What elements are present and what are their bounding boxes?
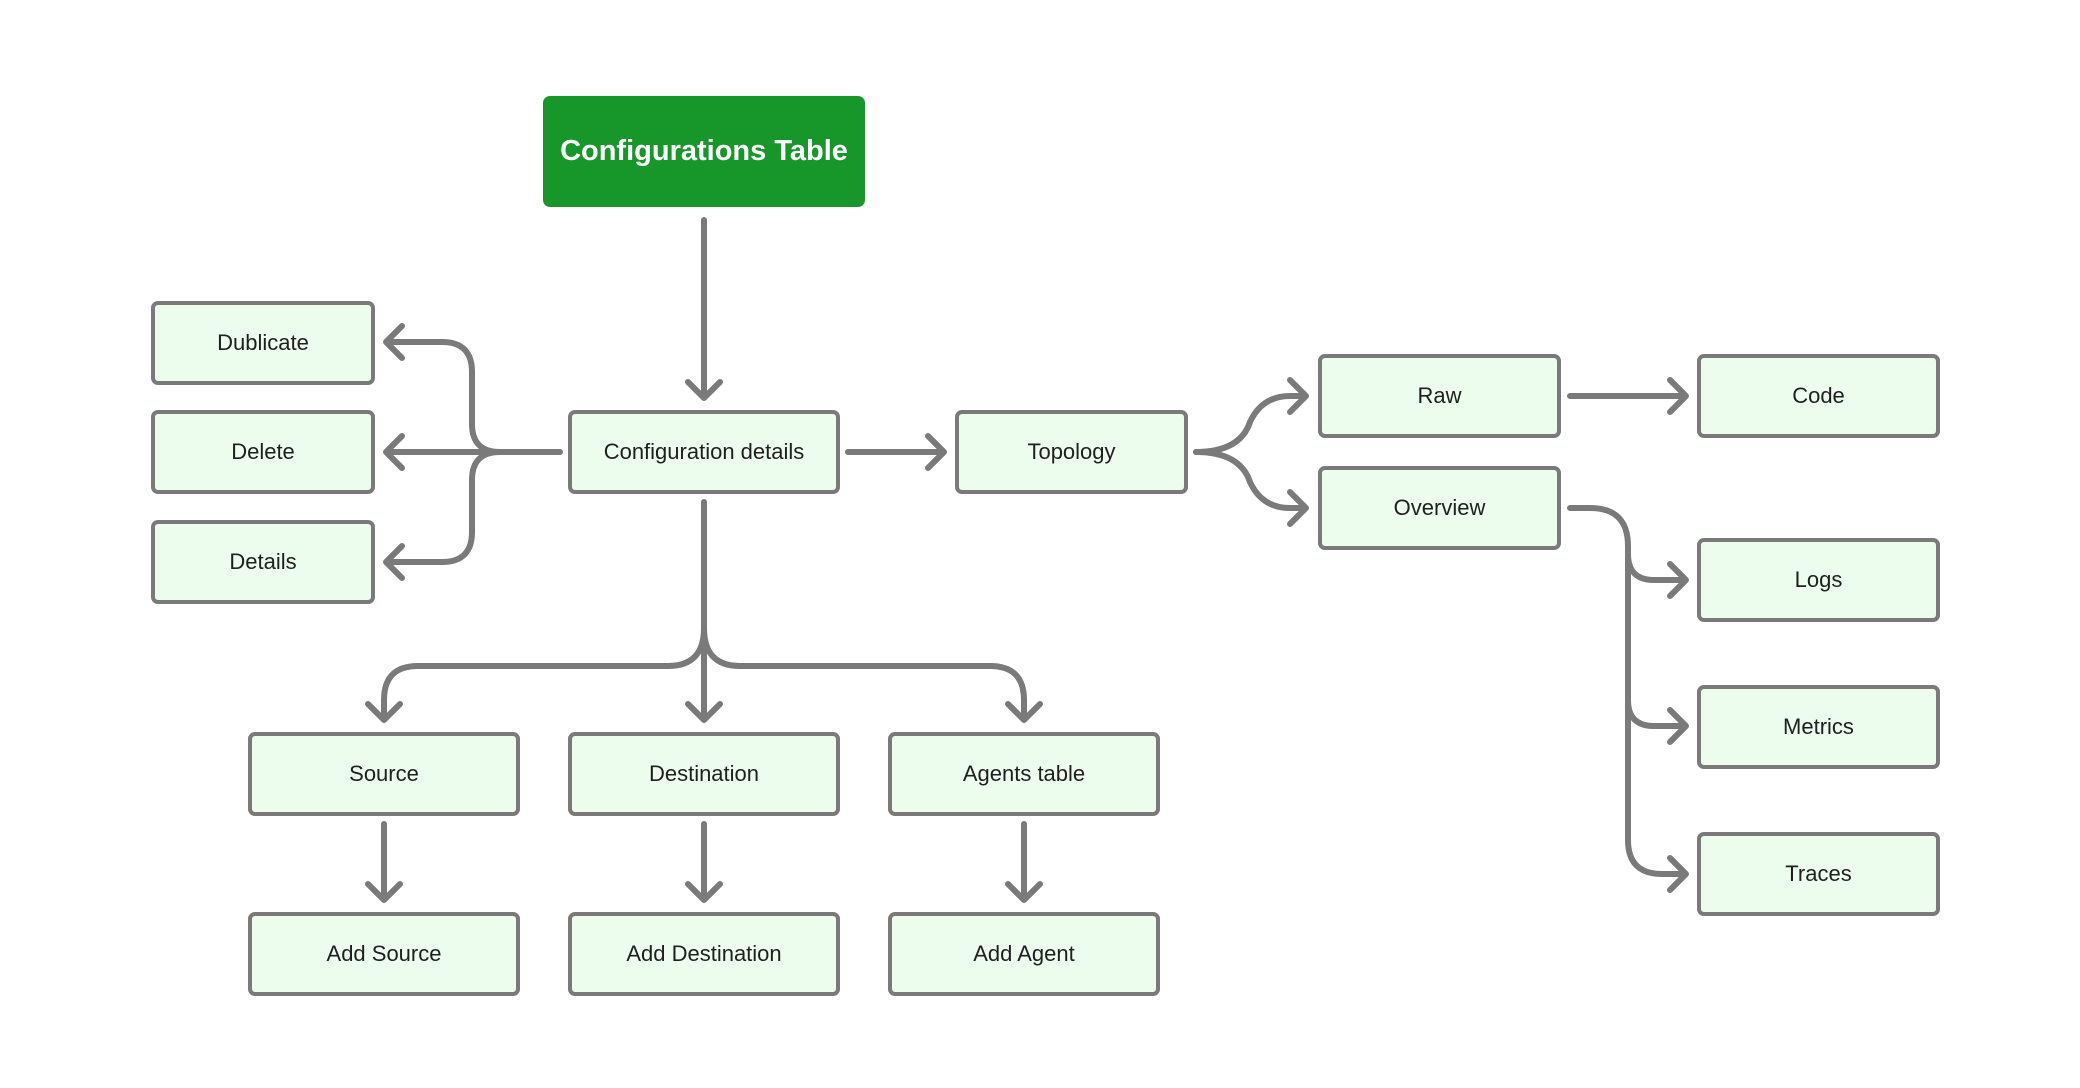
- raw-node: Raw: [1318, 354, 1561, 438]
- details-node: Details: [151, 520, 375, 604]
- overview-node: Overview: [1318, 466, 1561, 550]
- delete-node: Delete: [151, 410, 375, 494]
- edge-configuration-details-to-destination: [685, 499, 723, 723]
- edge-configuration-details-to-source: [365, 625, 707, 723]
- traces-node: Traces: [1697, 832, 1940, 916]
- edge-overview-to-metrics: [1625, 687, 1689, 745]
- add-source-node: Add Source: [248, 912, 520, 996]
- dublicate-node: Dublicate: [151, 301, 375, 385]
- edge-agents-table-to-add-agent: [1005, 821, 1043, 903]
- metrics-node: Metrics: [1697, 685, 1940, 769]
- destination-node: Destination: [568, 732, 840, 816]
- edge-configuration-details-to-delete: [383, 433, 563, 471]
- edge-configuration-details-to-dublicate: [383, 323, 503, 455]
- edge-overview-to-logs: [1625, 543, 1689, 599]
- edge-configuration-details-to-details: [383, 449, 503, 581]
- source-node: Source: [248, 732, 520, 816]
- code-node: Code: [1697, 354, 1940, 438]
- configuration-details-node: Configuration details: [568, 410, 840, 494]
- edge-configuration-details-to-topology: [845, 433, 947, 471]
- edge-topology-to-overview: [1193, 449, 1309, 527]
- agents-table-node: Agents table: [888, 732, 1160, 816]
- edge-configuration-details-to-agents-table: [701, 625, 1043, 723]
- add-agent-node: Add Agent: [888, 912, 1160, 996]
- add-destination-node: Add Destination: [568, 912, 840, 996]
- configurations-table-node: Configurations Table: [543, 96, 865, 207]
- edge-topology-to-raw: [1193, 377, 1309, 455]
- logs-node: Logs: [1697, 538, 1940, 622]
- edge-destination-to-add-destination: [685, 821, 723, 903]
- edge-raw-to-code: [1567, 377, 1689, 415]
- edge-source-to-add-source: [365, 821, 403, 903]
- topology-node: Topology: [955, 410, 1188, 494]
- edge-configurations-table-to-configuration-details: [685, 217, 723, 401]
